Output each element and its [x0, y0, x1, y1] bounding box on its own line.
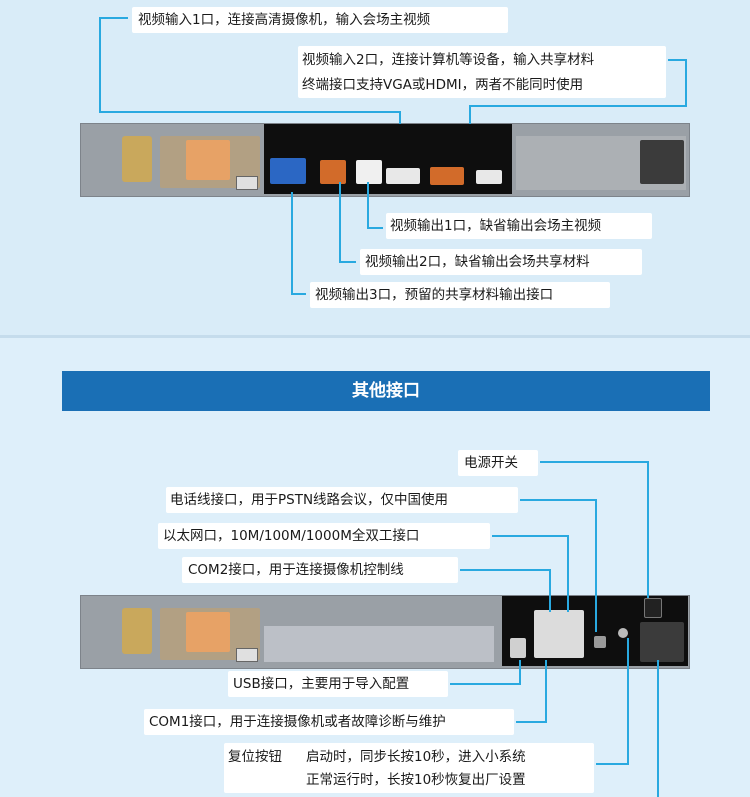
- usb-port-label: USB接口，主要用于导入配置: [233, 676, 410, 692]
- input1-label: 视频输入1口，连接高清摄像机，输入会场主视频: [138, 12, 431, 28]
- hd-sdi-in-port: [386, 168, 420, 184]
- reset-button: [618, 628, 628, 638]
- power-socket: [640, 622, 684, 662]
- other-interfaces-banner: 其他接口: [62, 371, 710, 411]
- vga-out-port: [270, 158, 306, 184]
- usb-port-top-left: [236, 176, 258, 190]
- reset-button-line2: 正常运行时，长按10秒恢复出厂设置: [306, 772, 526, 788]
- reset-callout-box: [224, 743, 594, 793]
- hdmi-out-2-port: [320, 160, 346, 184]
- output1-label: 视频输出1口，缺省输出会场主视频: [390, 218, 602, 234]
- ethernet-callout-box: [158, 523, 490, 549]
- output2-label: 视频输出2口，缺省输出会场共享材料: [365, 254, 590, 270]
- section-divider: [0, 335, 750, 338]
- audio-rca-ports-orange: [186, 140, 230, 180]
- phone-port: [594, 636, 606, 648]
- usb-port: [510, 638, 526, 658]
- usb-port-b-left: [236, 648, 258, 662]
- power-socket-top: [640, 140, 684, 184]
- input2-callout-box: [298, 46, 666, 98]
- output2-callout-box: [360, 249, 642, 275]
- audio-xlr-port-b: [122, 608, 152, 654]
- hdmi-out-1-port: [356, 160, 382, 184]
- ethernet-ports: [534, 610, 584, 658]
- vga-in-port: [430, 167, 464, 185]
- usb-callout-box: [228, 671, 448, 697]
- com1-callout-box: [144, 709, 514, 735]
- phone-callout-box: [166, 487, 518, 513]
- hdmi-in-port: [476, 170, 502, 184]
- com1-port-label: COM1接口，用于连接摄像机或者故障诊断与维护: [149, 714, 446, 730]
- ethernet-port-label: 以太网口，10M/100M/1000M全双工接口: [163, 528, 420, 544]
- reset-button-line1: 启动时，同步长按10秒，进入小系统: [306, 749, 526, 765]
- input1-callout-box: [132, 7, 508, 33]
- power-callout-box: [458, 450, 538, 476]
- phone-port-label: 电话线接口，用于PSTN线路会议，仅中国使用: [170, 492, 449, 508]
- power-switch: [644, 598, 662, 618]
- output3-callout-box: [310, 282, 610, 308]
- audio-rca-ports-orange-b: [186, 612, 230, 652]
- input2-label-line2: 终端接口支持VGA或HDMI，两者不能同时使用: [302, 77, 584, 93]
- audio-xlr-port: [122, 136, 152, 182]
- reset-button-title: 复位按钮: [228, 749, 282, 765]
- video-ports-dim: [264, 626, 494, 662]
- output1-callout-box: [386, 213, 652, 239]
- com2-port-label: COM2接口，用于连接摄像机控制线: [188, 562, 404, 578]
- output3-label: 视频输出3口，预留的共享材料输出接口: [315, 287, 554, 303]
- com2-callout-box: [182, 557, 458, 583]
- input2-label-line1: 视频输入2口，连接计算机等设备，输入共享材料: [302, 52, 595, 68]
- power-switch-label: 电源开关: [464, 455, 518, 471]
